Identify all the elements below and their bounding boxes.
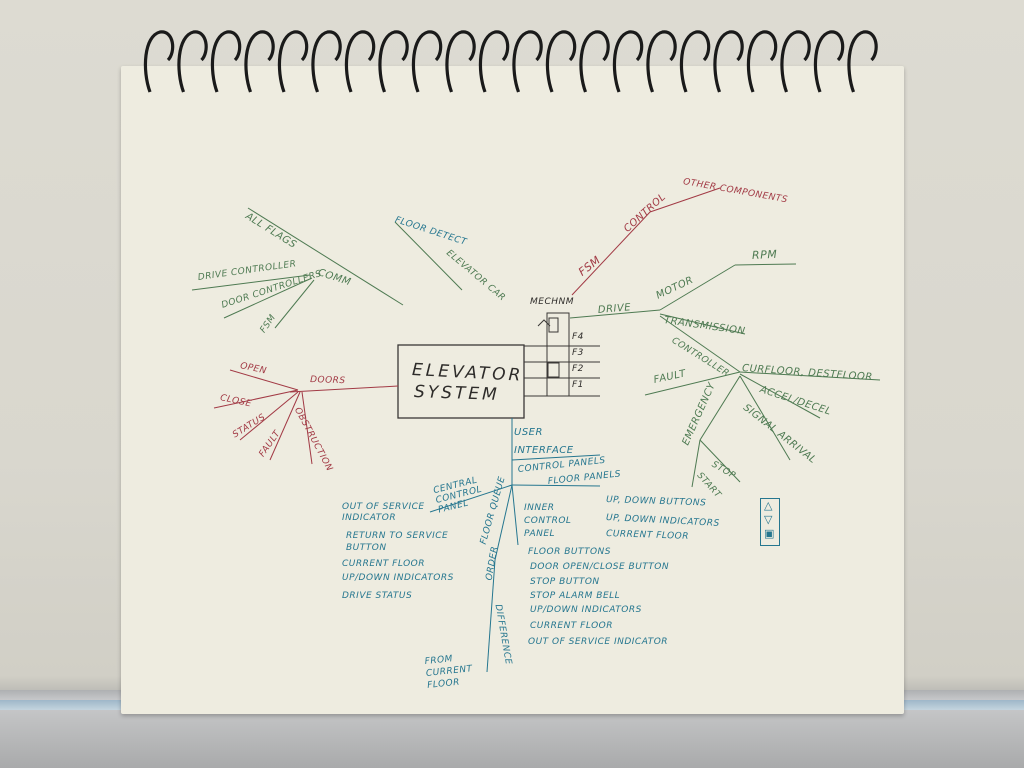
drive-branch-lines bbox=[569, 263, 881, 488]
doors-hub-label: DOORS bbox=[309, 375, 346, 387]
mechanism-shaft bbox=[524, 312, 600, 397]
indicator-panel-sketch: △ ▽ ▣ bbox=[760, 498, 780, 546]
ui-branch-lines bbox=[429, 418, 601, 673]
spiral-ring bbox=[713, 30, 744, 93]
inner-panel-label: INNER CONTROL PANEL bbox=[524, 503, 572, 539]
spiral-ring bbox=[545, 30, 577, 93]
spiral-binding bbox=[143, 30, 878, 93]
inner-item-alarm: STOP ALARM BELL bbox=[530, 591, 621, 601]
central-item-out-of-service: OUT OF SERVICE INDICATOR bbox=[342, 502, 425, 523]
spiral-ring bbox=[344, 30, 376, 93]
spiral-ring bbox=[646, 30, 677, 93]
up-arrow-icon: △ bbox=[764, 499, 773, 512]
spiral-ring bbox=[813, 30, 845, 93]
floor-label-f2: F2 bbox=[572, 364, 584, 374]
spiral-ring bbox=[478, 30, 510, 93]
red-branch-lines bbox=[213, 187, 721, 465]
spiral-ring bbox=[210, 30, 242, 93]
central-item-updown: UP/DOWN INDICATORS bbox=[342, 573, 454, 583]
notebook-page bbox=[121, 66, 904, 714]
floor-label-f4: F4 bbox=[572, 332, 584, 342]
spiral-ring bbox=[378, 30, 409, 93]
spiral-ring bbox=[143, 30, 175, 93]
mechanism-title: MECHNM bbox=[530, 297, 575, 307]
central-node-line2: SYSTEM bbox=[413, 382, 501, 405]
drive-rpm-label: RPM bbox=[751, 247, 778, 262]
spiral-ring bbox=[311, 30, 342, 93]
floor-label-f3: F3 bbox=[572, 348, 584, 358]
spiral-ring bbox=[445, 30, 476, 93]
spiral-ring bbox=[244, 30, 275, 93]
spiral-ring bbox=[411, 30, 443, 93]
inner-item-door-button: DOOR OPEN/CLOSE BUTTON bbox=[530, 562, 670, 572]
inner-item-floor-buttons: FLOOR BUTTONS bbox=[528, 547, 611, 557]
inner-item-updown: UP/DOWN INDICATORS bbox=[530, 605, 642, 615]
spiral-ring bbox=[847, 30, 878, 93]
down-arrow-icon: ▽ bbox=[764, 513, 773, 526]
central-item-current-floor: CURRENT FLOOR bbox=[342, 559, 425, 569]
central-item-drive-status: DRIVE STATUS bbox=[342, 591, 413, 601]
ui-hub-label: USER INTERFACE bbox=[514, 427, 574, 456]
spiral-ring bbox=[679, 30, 711, 93]
spiral-ring bbox=[512, 30, 543, 93]
spiral-ring bbox=[746, 30, 778, 93]
spiral-ring bbox=[780, 30, 811, 93]
spiral-ring bbox=[579, 30, 610, 93]
floor-display-icon: ▣ bbox=[764, 527, 775, 540]
spiral-ring bbox=[612, 30, 644, 93]
central-item-return: RETURN TO SERVICE BUTTON bbox=[346, 531, 449, 553]
comm-branch-lines bbox=[191, 207, 463, 329]
inner-item-out-of-service: OUT OF SERVICE INDICATOR bbox=[528, 637, 669, 647]
floor-label-f1: F1 bbox=[572, 380, 584, 390]
inner-item-current-floor: CURRENT FLOOR bbox=[530, 621, 613, 631]
spiral-ring bbox=[277, 30, 309, 93]
spiral-ring bbox=[177, 30, 208, 93]
inner-item-stop-button: STOP BUTTON bbox=[530, 577, 600, 587]
central-node-box bbox=[397, 344, 525, 419]
from-floor-label: FROM CURRENT FLOOR bbox=[424, 654, 474, 691]
